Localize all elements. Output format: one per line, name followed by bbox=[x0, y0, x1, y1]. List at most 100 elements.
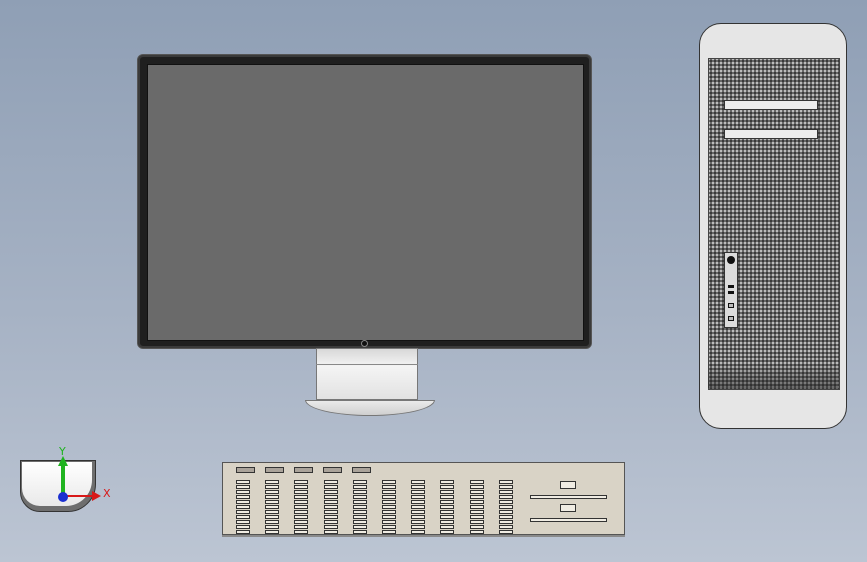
key bbox=[265, 525, 280, 529]
key bbox=[440, 515, 455, 519]
key bbox=[382, 505, 396, 509]
key bbox=[498, 520, 513, 524]
key bbox=[236, 510, 250, 514]
function-key bbox=[236, 467, 255, 473]
usb-port-icon bbox=[728, 285, 734, 288]
key bbox=[382, 485, 396, 489]
key-column bbox=[323, 480, 338, 534]
key-column bbox=[469, 480, 484, 534]
key-column bbox=[411, 480, 426, 534]
key bbox=[382, 495, 396, 499]
key bbox=[265, 485, 280, 489]
firewire-port-icon bbox=[728, 303, 734, 308]
key bbox=[469, 510, 484, 514]
z-axis-icon bbox=[58, 492, 68, 502]
key bbox=[382, 500, 396, 504]
key bbox=[236, 495, 250, 499]
key bbox=[265, 495, 280, 499]
key bbox=[469, 495, 484, 499]
key bbox=[323, 515, 338, 519]
key bbox=[411, 485, 426, 489]
key bbox=[352, 480, 367, 484]
key bbox=[440, 480, 455, 484]
key bbox=[294, 525, 309, 529]
key bbox=[411, 490, 426, 494]
key bbox=[469, 505, 484, 509]
key bbox=[498, 480, 513, 484]
key-column bbox=[382, 480, 396, 534]
key bbox=[352, 525, 367, 529]
key bbox=[265, 515, 280, 519]
key bbox=[469, 500, 484, 504]
key bbox=[236, 485, 250, 489]
key bbox=[382, 530, 396, 534]
key bbox=[352, 485, 367, 489]
key bbox=[498, 490, 513, 494]
key bbox=[236, 505, 250, 509]
key bbox=[352, 490, 367, 494]
key bbox=[352, 495, 367, 499]
triad-face bbox=[22, 462, 92, 506]
key-bar bbox=[530, 495, 607, 499]
key bbox=[469, 525, 484, 529]
key bbox=[236, 490, 250, 494]
key bbox=[352, 515, 367, 519]
key bbox=[411, 505, 426, 509]
key bbox=[382, 510, 396, 514]
key bbox=[498, 500, 513, 504]
monitor-screen bbox=[147, 64, 584, 341]
key bbox=[352, 530, 367, 534]
key bbox=[469, 520, 484, 524]
key bbox=[382, 480, 396, 484]
key bbox=[498, 510, 513, 514]
key bbox=[323, 490, 338, 494]
monitor-stand-neck bbox=[316, 348, 418, 400]
key bbox=[294, 520, 309, 524]
key bbox=[265, 520, 280, 524]
key bbox=[323, 505, 338, 509]
drive-bay bbox=[724, 129, 818, 139]
tower-grille-shadow bbox=[708, 363, 838, 388]
key bbox=[440, 495, 455, 499]
key bbox=[265, 480, 280, 484]
key bbox=[440, 510, 455, 514]
tower-front-grille bbox=[708, 58, 840, 390]
key bbox=[294, 485, 309, 489]
monitor bbox=[137, 54, 592, 416]
key bbox=[323, 485, 338, 489]
key bbox=[440, 520, 455, 524]
key bbox=[411, 495, 426, 499]
key bbox=[498, 485, 513, 489]
monitor-bezel bbox=[137, 54, 592, 349]
key bbox=[382, 515, 396, 519]
key bbox=[323, 480, 338, 484]
axis-arrows: Y X bbox=[58, 446, 111, 502]
key bbox=[411, 480, 426, 484]
drive-bay bbox=[724, 100, 818, 110]
key bbox=[352, 520, 367, 524]
key bbox=[469, 530, 484, 534]
arrow-down-key bbox=[560, 504, 576, 512]
key bbox=[323, 500, 338, 504]
key bbox=[440, 500, 455, 504]
computer-tower bbox=[699, 23, 847, 429]
tower-front-panel bbox=[724, 252, 738, 328]
monitor-logo-icon bbox=[361, 340, 368, 347]
key bbox=[382, 525, 396, 529]
key bbox=[323, 530, 338, 534]
key bbox=[498, 505, 513, 509]
audio-port-icon bbox=[728, 316, 734, 321]
y-axis-arrowhead bbox=[58, 456, 68, 466]
key bbox=[265, 490, 280, 494]
key-column bbox=[498, 480, 513, 534]
key bbox=[265, 510, 280, 514]
key bbox=[440, 525, 455, 529]
key bbox=[265, 530, 280, 534]
key bbox=[323, 525, 338, 529]
key bbox=[352, 500, 367, 504]
power-button-icon bbox=[727, 256, 735, 264]
key bbox=[382, 490, 396, 494]
key bbox=[294, 515, 309, 519]
function-key bbox=[323, 467, 342, 473]
key bbox=[236, 520, 250, 524]
